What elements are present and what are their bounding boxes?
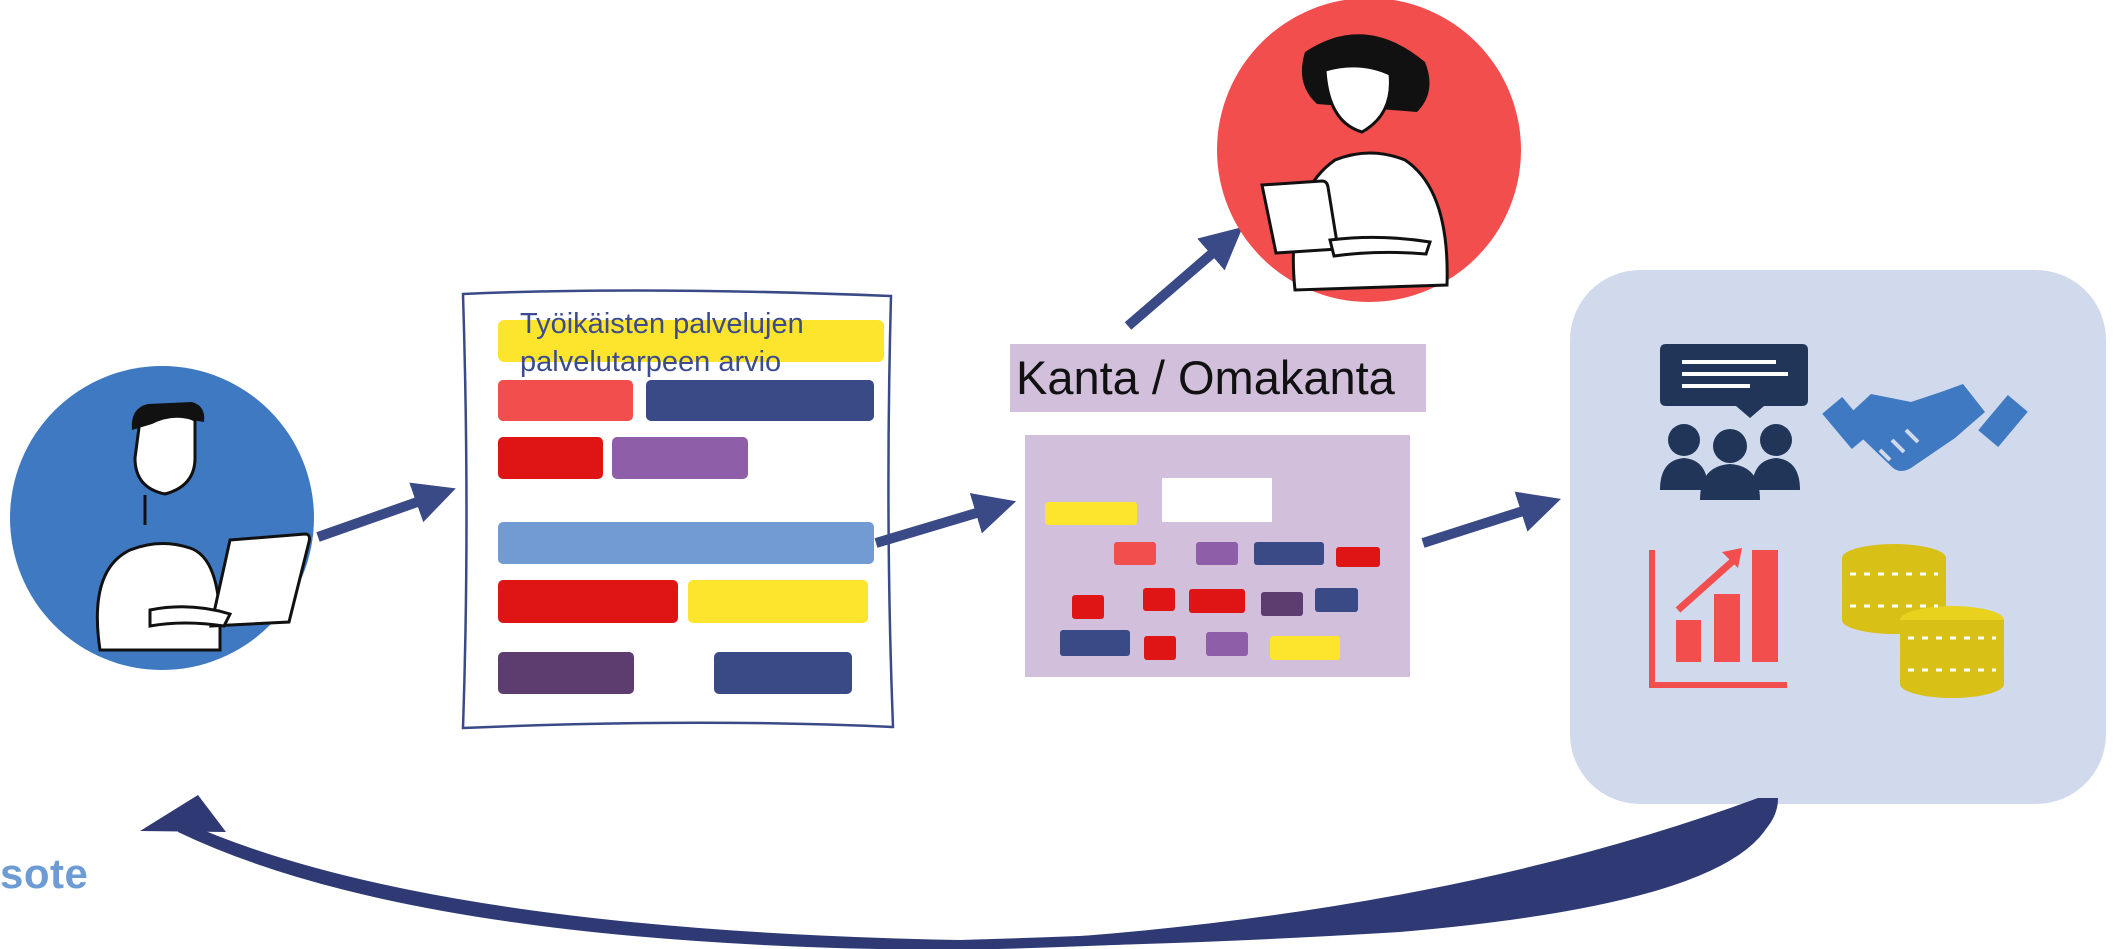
- growth-chart-icon: [1649, 548, 1787, 688]
- handshake-icon: [1822, 384, 2028, 471]
- arrow-to-kanta: [874, 493, 1017, 548]
- services-panel: [1570, 270, 2106, 804]
- kanta-data-block: [1025, 435, 1410, 677]
- assessment-document: [461, 289, 895, 730]
- group-discussion-icon: [1660, 344, 1808, 500]
- coins-icon: [1842, 544, 2004, 698]
- professional-with-laptop-icon: [1217, 0, 1521, 302]
- document-title: Työikäisten palvelujen palvelutarpeen ar…: [520, 305, 880, 381]
- kanta-label-background: [1010, 344, 1426, 412]
- document-title-line1: Työikäisten palvelujen: [520, 308, 804, 340]
- arrow-to-assessment: [316, 482, 456, 542]
- arrow-to-professional: [1124, 227, 1243, 330]
- return-arrow: [140, 795, 1779, 949]
- logo-text: sote: [0, 850, 88, 898]
- logo-label: sote: [0, 850, 89, 897]
- arrow-to-services: [1421, 491, 1562, 548]
- person-with-laptop-icon: [10, 366, 314, 670]
- kanta-label: Kanta / Omakanta: [1016, 351, 1395, 404]
- document-title-line2: palvelutarpeen arvio: [520, 346, 782, 378]
